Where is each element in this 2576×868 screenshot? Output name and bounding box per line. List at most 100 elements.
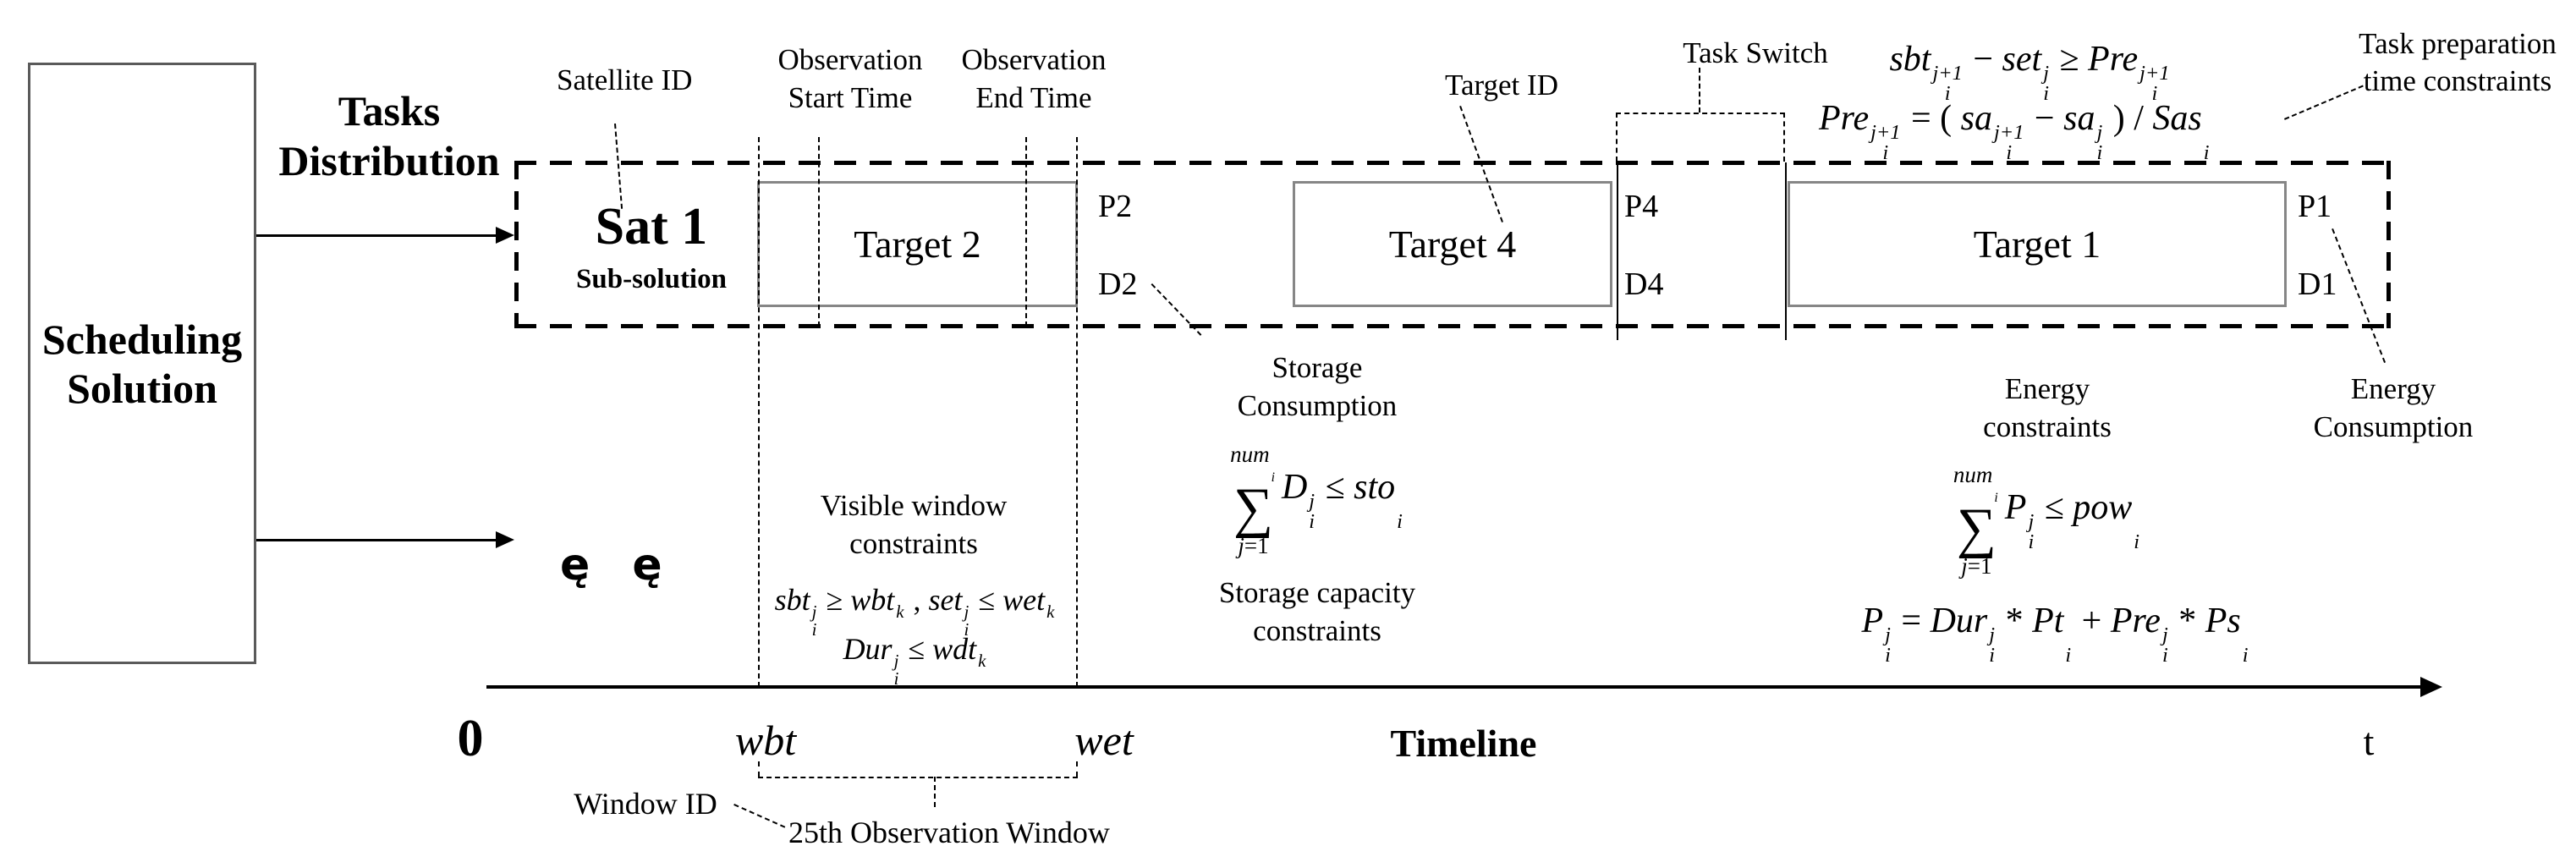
data-tag-d4: D4: [1624, 266, 1664, 302]
window-id-label: Window ID: [574, 787, 717, 821]
timeline-axis-arrowhead: [2420, 677, 2442, 697]
timeline-axis-line: [486, 685, 2422, 689]
window-bracket-line: [758, 777, 1078, 778]
axis-origin-label: 0: [457, 710, 484, 767]
tasks-distribution-line2: Distribution: [278, 137, 500, 184]
satellite-name: Sat 1: [595, 198, 708, 255]
tasks-arrow-top-line: [256, 234, 497, 237]
tasks-arrow-bottom-line: [256, 539, 497, 541]
energy-constraints-label: Energy constraints: [1920, 370, 2174, 446]
storage-sum-upper-limit: num i: [1230, 441, 1275, 485]
subsolution-strip-top-border: [514, 161, 2391, 165]
tasks-arrow-bottom-head: [496, 531, 514, 548]
task-preparation-line1: Task preparation: [2359, 27, 2557, 60]
task-switch-bracket-left-drop: [1616, 113, 1618, 162]
task-preparation-line2: time constraints: [2363, 64, 2552, 97]
observation-start-line1: Observation: [777, 43, 923, 76]
window-start-line: [758, 137, 760, 687]
axis-timeline-label: Timeline: [1390, 722, 1537, 765]
visible-window-label: Visible window constraints: [787, 486, 1041, 563]
window-25-label: 25th Observation Window: [788, 816, 1110, 849]
storage-consumption-line2: Consumption: [1237, 389, 1398, 422]
storage-capacity-label: Storage capacity constraints: [1165, 574, 1469, 650]
target-4-label: Target 4: [1388, 222, 1517, 266]
storage-sum-lower-limit: j=1: [1238, 533, 1269, 559]
observation-start-line2: Start Time: [788, 81, 913, 114]
storage-consumption-line1: Storage: [1272, 351, 1363, 384]
tasks-distribution-label: Tasks Distribution: [254, 86, 525, 186]
power-tag-p4: P4: [1624, 189, 1659, 224]
task-preparation-leader-line: [2284, 85, 2364, 120]
scheduling-solution-line1: Scheduling: [41, 315, 243, 363]
energy-constraints-line2: constraints: [1983, 410, 2112, 443]
storage-capacity-line2: constraints: [1253, 614, 1381, 647]
target-1-label: Target 1: [1973, 222, 2101, 266]
subsolution-strip-bottom-border: [514, 324, 2391, 328]
energy-consumption-line2: Consumption: [2313, 410, 2474, 443]
energy-constraints-line1: Energy: [2004, 372, 2090, 405]
observation-end-line1: Observation: [961, 43, 1107, 76]
observation-end-line: [1025, 137, 1027, 327]
energy-consumption-label: Energy Consumption: [2266, 370, 2520, 446]
task-switch-gap-right-line: [1785, 162, 1787, 340]
observation-end-label: Observation End Time: [932, 41, 1135, 117]
energy-sum-sigma: ∑: [1956, 497, 1997, 560]
axis-wbt-label: wbt: [734, 717, 797, 764]
energy-consumption-leader-line: [2332, 228, 2387, 364]
task-preparation-label: Task preparation time constraints: [2331, 25, 2576, 100]
scheduling-solution-line2: Solution: [67, 364, 217, 412]
task-switch-label: Task Switch: [1683, 36, 1828, 69]
observation-start-label: Observation Start Time: [749, 41, 952, 117]
tasks-arrow-top-head: [496, 227, 514, 244]
power-tag-p2: P2: [1098, 189, 1133, 224]
target-2-label: Target 2: [854, 222, 981, 266]
window-bracket-left-stub: [758, 761, 760, 777]
more-subsolutions-ellipsis: ę ę: [560, 540, 676, 591]
storage-sum-sigma-column: num i ∑ j=1: [1230, 442, 1277, 558]
subsolution-strip-right-border: [2387, 161, 2391, 328]
window-end-line: [1076, 137, 1078, 687]
task-switch-bracket-line: [1616, 113, 1785, 114]
subsolution-label: Sub-solution: [576, 264, 727, 294]
energy-sum-lower-limit: j=1: [1961, 553, 1992, 580]
observation-start-line: [818, 137, 820, 327]
scheduling-solution-box: Scheduling Solution: [28, 63, 256, 664]
task-switch-gap-left-line: [1617, 162, 1618, 340]
storage-consumption-label: Storage Consumption: [1190, 349, 1444, 425]
storage-capacity-line1: Storage capacity: [1218, 576, 1416, 609]
window-bracket-stem: [934, 777, 936, 807]
data-tag-d1: D1: [2298, 266, 2337, 302]
energy-consumption-line1: Energy: [2350, 372, 2436, 405]
task-switch-stem-line: [1699, 68, 1700, 113]
target-4-box: Target 4: [1293, 181, 1612, 307]
window-id-leader-line: [733, 804, 786, 828]
axis-t-label: t: [2363, 720, 2375, 763]
energy-sum-upper-limit: num i: [1953, 461, 1998, 505]
satellite-id-label: Satellite ID: [557, 63, 693, 96]
axis-wet-label: wet: [1074, 717, 1134, 764]
task-switch-bracket-right-drop: [1783, 113, 1785, 162]
data-tag-d2: D2: [1098, 266, 1138, 302]
tasks-distribution-line1: Tasks: [338, 87, 441, 135]
satellite-id-leader-line: [614, 124, 623, 209]
storage-sum-sigma: ∑: [1233, 477, 1274, 540]
subsolution-strip-left-border: [514, 161, 519, 328]
target-1-box: Target 1: [1788, 181, 2287, 307]
target-id-label: Target ID: [1445, 69, 1558, 102]
energy-sum-sigma-column: num i ∑ j=1: [1953, 462, 2000, 579]
observation-end-line2: End Time: [975, 81, 1092, 114]
target-2-box: Target 2: [757, 181, 1078, 307]
visible-window-line1: Visible window: [820, 489, 1008, 522]
window-bracket-right-stub: [1076, 761, 1078, 777]
power-tag-p1: P1: [2298, 189, 2332, 224]
